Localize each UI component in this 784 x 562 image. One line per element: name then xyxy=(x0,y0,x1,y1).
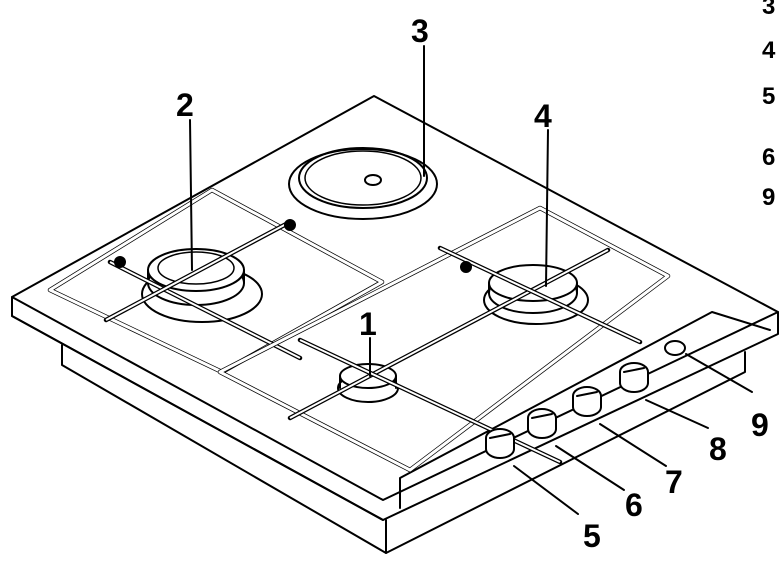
callout-5: 5 xyxy=(583,518,601,554)
callout-9: 9 xyxy=(751,407,769,443)
ignition-indicator[interactable] xyxy=(664,340,686,356)
control-knob-6[interactable] xyxy=(527,408,557,439)
side-list-item: 5 xyxy=(762,83,775,110)
leader-lines xyxy=(189,45,753,515)
callout-8: 8 xyxy=(709,431,727,467)
right-pan-support xyxy=(217,205,671,473)
callout-1: 1 xyxy=(359,306,377,342)
control-knob-5[interactable] xyxy=(485,428,515,459)
callout-2: 2 xyxy=(176,87,194,123)
left-pan-support xyxy=(47,187,385,375)
side-list-item: 9 xyxy=(762,184,775,211)
side-list-item: 6 xyxy=(762,144,775,171)
callout-3: 3 xyxy=(411,13,429,49)
control-knob-7[interactable] xyxy=(572,386,602,417)
callout-6: 6 xyxy=(625,487,643,523)
side-list-item: 4 xyxy=(762,37,776,64)
control-knob-8[interactable] xyxy=(619,362,649,393)
electric-hot-plate xyxy=(288,147,438,220)
side-list-item: 3 xyxy=(762,0,775,20)
side-list: 3 4 5 6 9 xyxy=(762,0,776,211)
callout-4: 4 xyxy=(534,98,552,134)
callout-7: 7 xyxy=(665,464,683,500)
